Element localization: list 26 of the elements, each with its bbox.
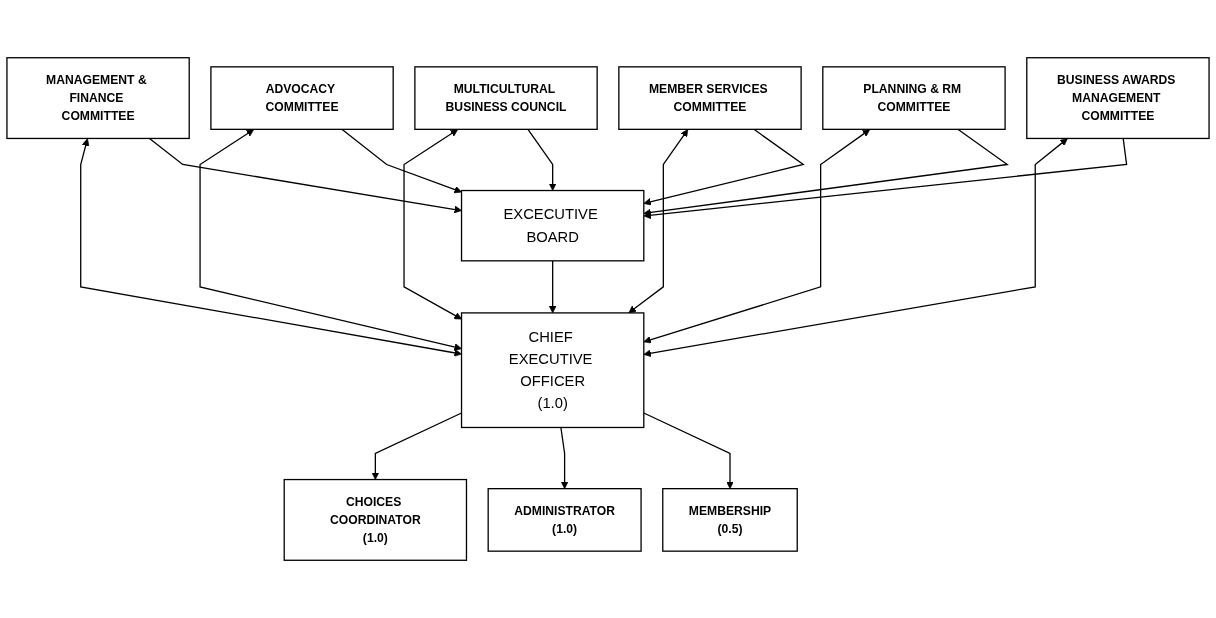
- node-box: MULTICULTURAL BUSINESS COUNCIL: [414, 66, 598, 130]
- arrow: [341, 128, 462, 194]
- arrow: [628, 129, 689, 314]
- node-box: PLANNING & RM COMMITTEE: [822, 66, 1006, 130]
- arrow: [643, 412, 734, 489]
- node-box: MEMBERSHIP (0.5): [662, 488, 798, 552]
- node-box: EXCECUTIVE BOARD: [460, 189, 645, 262]
- arrow: [643, 128, 1009, 217]
- node-box: ADMINISTRATOR (1.0): [487, 488, 642, 552]
- arrow: [527, 128, 557, 191]
- arrow: [548, 260, 557, 314]
- arrow: [643, 129, 871, 344]
- arrow: [643, 137, 1128, 219]
- node-box: CHIEF EXECUTIVE OFFICER (1.0): [460, 312, 645, 429]
- arrow: [643, 138, 1068, 358]
- node-box: ADVOCACY COMMITTEE: [210, 66, 394, 130]
- node-box: MEMBER SERVICES COMMITTEE: [618, 66, 802, 130]
- node-box: BUSINESS AWARDS MANAGEMENT COMMITTEE: [1026, 57, 1210, 140]
- arrow: [560, 426, 569, 489]
- arrow: [643, 128, 805, 206]
- arrow: [80, 138, 462, 357]
- arrow: [148, 137, 462, 214]
- arrow: [403, 129, 462, 320]
- node-box: MANAGEMENT & FINANCE COMMITTEE: [6, 57, 190, 140]
- node-box: CHOICES COORDINATOR (1.0): [283, 478, 468, 561]
- arrow: [199, 129, 462, 351]
